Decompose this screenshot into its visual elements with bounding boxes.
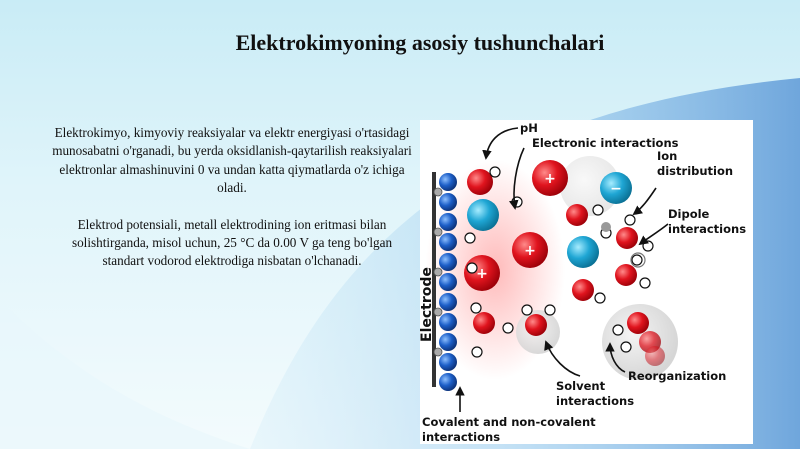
label-dipole-line2: interactions <box>668 222 746 236</box>
label-dipole-line1: Dipole <box>668 207 710 221</box>
svg-text:+: + <box>476 266 488 282</box>
cations <box>464 160 665 366</box>
label-ion-line1: Ion <box>657 149 677 163</box>
label-covalent-line1: Covalent and non-covalent <box>422 415 596 429</box>
slide-title: Elektrokimyoning asosiy tushunchalari <box>235 30 605 55</box>
anions <box>467 172 632 268</box>
label-reorganization: Reorganization <box>628 369 726 383</box>
paragraph-1: Elektrokimyo, kimyoviy reaksiyalar va el… <box>52 125 412 196</box>
electrode-surface <box>432 172 457 391</box>
electrochemistry-diagram: + + + − <box>420 120 753 444</box>
anion-signs: − <box>610 181 622 197</box>
label-electronic: Electronic interactions <box>532 136 679 150</box>
svg-text:+: + <box>524 243 536 259</box>
label-solvent-line2: interactions <box>556 394 634 408</box>
pointer-arrows <box>455 127 669 413</box>
label-ph: pH <box>520 121 538 135</box>
paragraph-2: Elektrod potensiali, metall elektrodinin… <box>71 216 393 269</box>
dipole-ring <box>630 252 646 268</box>
label-electrode: Electrode <box>420 267 435 342</box>
label-solvent-line1: Solvent <box>556 379 606 393</box>
label-ion-line2: distribution <box>657 164 733 178</box>
body-text: Elektrokimyo, kimyoviy reaksiyalar va el… <box>52 124 412 289</box>
ion-shell <box>560 156 620 216</box>
svg-text:+: + <box>544 171 556 187</box>
svg-text:−: − <box>610 181 622 197</box>
label-covalent-line2: interactions <box>422 430 500 444</box>
dipole-marker <box>601 222 611 232</box>
solvent-molecules <box>464 166 654 358</box>
cation-signs: + + + <box>476 171 556 282</box>
